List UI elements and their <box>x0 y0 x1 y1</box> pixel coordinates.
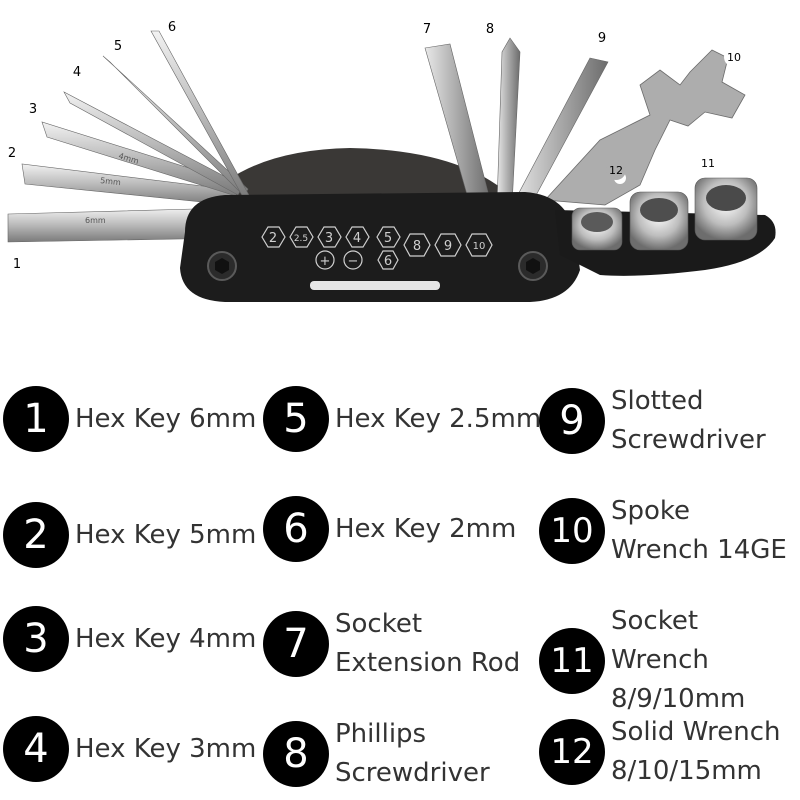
svg-text:9: 9 <box>598 31 606 46</box>
callout-9: 9 <box>594 29 610 46</box>
number-badge: 2 <box>3 502 69 568</box>
legend-label: Hex Key 4mm <box>75 623 257 654</box>
callout-10: 10 <box>724 47 744 67</box>
legend-label: Socket Extension Rod <box>335 609 521 678</box>
mark-9: 9 <box>444 239 452 254</box>
legend-item-7: 7 Socket Extension Rod <box>263 605 520 683</box>
legend-label: Slotted Screwdriver <box>611 386 766 455</box>
body-marks <box>261 226 493 270</box>
svg-text:10: 10 <box>727 51 741 64</box>
callout-12: 12 <box>606 160 626 180</box>
mark-10: 10 <box>473 241 486 252</box>
legend-label: Spoke Wrench 14GE <box>611 496 787 565</box>
mark-3: 3 <box>325 231 333 246</box>
number-badge: 1 <box>3 386 69 452</box>
svg-text:5: 5 <box>114 39 122 54</box>
legend-item-12: 12 Solid Wrench 8/10/15mm <box>539 713 781 791</box>
legend-label: Phillips Screwdriver <box>335 719 490 788</box>
svg-text:7: 7 <box>423 22 431 37</box>
number-badge: 12 <box>539 719 605 785</box>
number-badge: 9 <box>539 388 605 454</box>
mark-2.5: 2.5 <box>294 234 308 244</box>
legend-label: Socket Wrench 8/9/10mm <box>611 606 746 714</box>
number-badge: 7 <box>263 611 329 677</box>
tool-fan-backplate <box>205 148 520 205</box>
number-badge: 5 <box>263 386 329 452</box>
tool-body <box>180 192 580 302</box>
svg-text:1: 1 <box>13 257 21 272</box>
callout-8: 8 <box>482 20 498 37</box>
callout-11: 11 <box>698 153 718 173</box>
number-badge: 3 <box>3 606 69 672</box>
svg-text:3: 3 <box>29 102 37 117</box>
legend-item-6: 6 Hex Key 2mm <box>263 496 516 562</box>
legend-item-5: 5 Hex Key 2.5mm <box>263 386 541 452</box>
legend-item-11: 11 Socket Wrench 8/9/10mm <box>539 602 800 719</box>
legend-label: Hex Key 2.5mm <box>335 403 542 434</box>
svg-text:6: 6 <box>168 20 176 35</box>
number-badge: 8 <box>263 721 329 787</box>
legend-item-10: 10 Spoke Wrench 14GE <box>539 492 787 570</box>
tool-legend: 1 Hex Key 6mm 2 Hex Key 5mm 3 Hex Key 4m… <box>0 360 800 800</box>
number-badge: 4 <box>3 716 69 782</box>
svg-text:2: 2 <box>8 146 16 161</box>
legend-label: Hex Key 2mm <box>335 513 517 544</box>
mark-8: 8 <box>413 239 421 254</box>
callout-2: 2 <box>4 144 20 161</box>
phillips-screwdriver <box>496 37 521 206</box>
legend-label: Hex Key 6mm <box>75 403 257 434</box>
mark-plus: + <box>320 254 331 269</box>
body-slot <box>310 281 440 290</box>
legend-item-3: 3 Hex Key 4mm <box>3 606 256 672</box>
mark-5: 5 <box>384 231 392 246</box>
multitool-illustration: 6mm 5mm 4mm 2 2 <box>4 18 776 302</box>
number-badge: 11 <box>539 627 605 694</box>
callout-5: 5 <box>110 37 126 54</box>
svg-text:8: 8 <box>486 22 494 37</box>
mark-4: 4 <box>353 231 361 246</box>
legend-item-2: 2 Hex Key 5mm <box>3 502 256 568</box>
stamp-6mm: 6mm <box>85 216 106 225</box>
legend-label: Solid Wrench 8/10/15mm <box>611 717 781 786</box>
spoke-and-solid-wrench <box>544 49 746 206</box>
sockets <box>571 177 758 251</box>
svg-text:4: 4 <box>73 65 81 80</box>
mark-2: 2 <box>269 231 277 246</box>
legend-item-1: 1 Hex Key 6mm <box>3 386 256 452</box>
callout-4: 4 <box>69 63 85 80</box>
legend-item-9: 9 Slotted Screwdriver <box>539 382 766 460</box>
mark-minus: − <box>348 254 359 269</box>
svg-text:12: 12 <box>609 164 623 177</box>
number-badge: 6 <box>263 496 329 562</box>
callouts: 1 2 3 4 5 6 7 8 9 10 11 12 <box>4 18 744 272</box>
callout-1: 1 <box>9 255 25 272</box>
legend-item-8: 8 Phillips Screwdriver <box>263 715 490 793</box>
svg-text:11: 11 <box>701 157 715 170</box>
number-badge: 10 <box>539 498 605 564</box>
callout-3: 3 <box>25 100 41 117</box>
legend-label: Hex Key 5mm <box>75 519 257 550</box>
legend-item-4: 4 Hex Key 3mm <box>3 716 256 782</box>
callout-6: 6 <box>164 18 180 35</box>
hex-keys: 6mm 5mm 4mm <box>7 30 251 243</box>
legend-label: Hex Key 3mm <box>75 733 257 764</box>
mark-6: 6 <box>384 254 392 269</box>
stamp-5mm: 5mm <box>100 176 122 187</box>
callout-7: 7 <box>419 20 435 37</box>
